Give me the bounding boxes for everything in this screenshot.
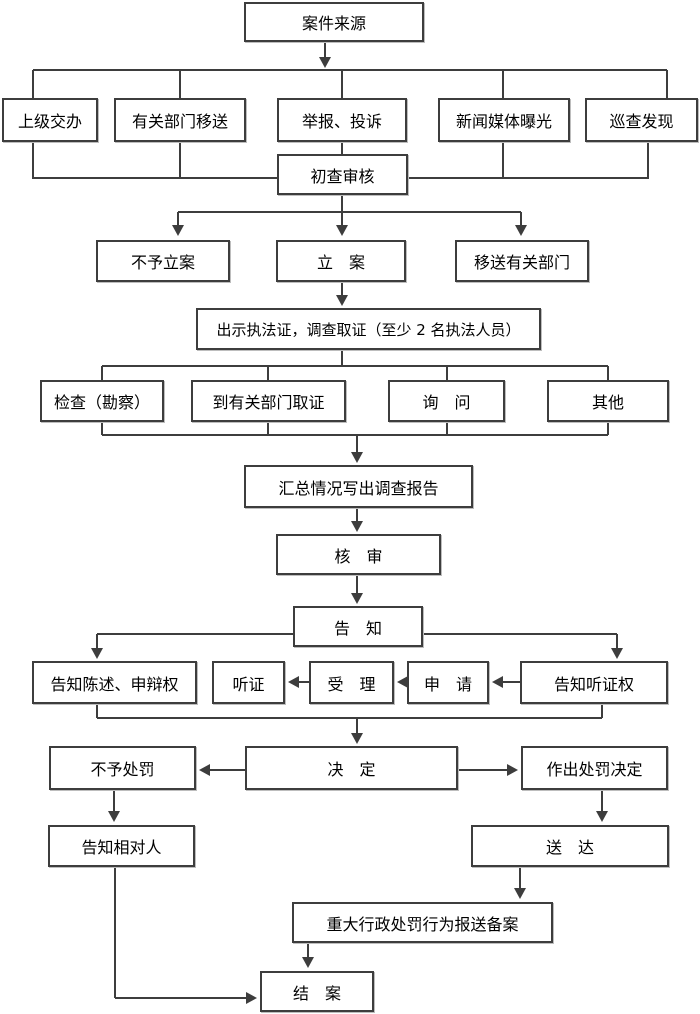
node-filing: 立 案 (276, 240, 406, 282)
node-report-complaint: 举报、投诉 (277, 98, 407, 142)
node-accept: 受 理 (309, 661, 394, 704)
node-apply: 申 请 (407, 661, 489, 704)
node-summary-report: 汇总情况写出调查报告 (244, 465, 473, 508)
node-decision: 决 定 (245, 746, 458, 790)
node-verify-review: 核 审 (276, 534, 441, 575)
node-notify-statement-right: 告知陈述、申辩权 (32, 661, 197, 704)
node-media-exposure: 新闻媒体曝光 (438, 98, 570, 142)
node-major-penalty-record: 重大行政处罚行为报送备案 (292, 902, 553, 943)
node-serve: 送 达 (471, 825, 669, 867)
node-case-source: 案件来源 (244, 2, 424, 42)
node-inquiry: 询 问 (388, 380, 505, 422)
node-close-case: 结 案 (260, 971, 374, 1012)
node-hearing: 听证 (212, 661, 285, 704)
node-other: 其他 (547, 380, 669, 422)
node-show-cert-investigate: 出示执法证，调查取证（至少 2 名执法人员） (196, 308, 541, 350)
node-initial-review: 初查审核 (277, 154, 408, 195)
node-make-penalty-decision: 作出处罚决定 (521, 746, 668, 790)
node-inspection: 检查（勘察） (40, 380, 164, 422)
connector-arrows (91, 42, 623, 1004)
node-notify-hearing-right: 告知听证权 (520, 661, 668, 704)
node-evidence-from-depts: 到有关部门取证 (191, 380, 346, 422)
node-dept-transfer-in: 有关部门移送 (114, 98, 246, 142)
node-no-penalty: 不予处罚 (49, 746, 196, 790)
connector-lines (32, 69, 668, 998)
node-notify: 告 知 (293, 606, 423, 647)
node-transfer-out: 移送有关部门 (455, 240, 589, 282)
node-patrol-discovery: 巡查发现 (585, 98, 698, 142)
node-superior-assign: 上级交办 (2, 98, 98, 142)
node-no-filing: 不予立案 (96, 240, 230, 282)
node-notify-party: 告知相对人 (48, 825, 195, 867)
